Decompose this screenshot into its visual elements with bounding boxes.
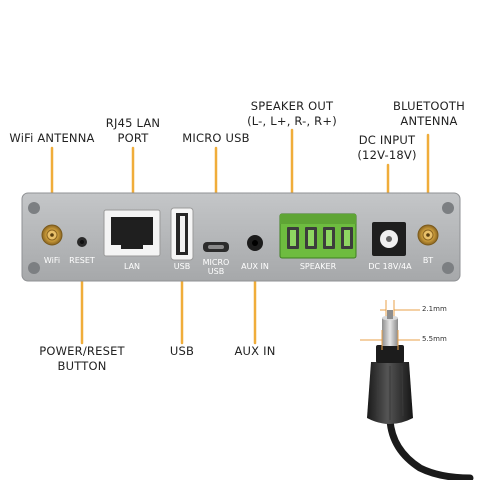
callout-micro-usb: MICRO USB — [170, 131, 262, 146]
callout-line: PORT — [117, 131, 149, 145]
callout-line: USB — [169, 344, 195, 358]
panel-label-bt: BT — [422, 256, 434, 265]
callout-wifi-antenna: WiFi ANTENNA — [4, 131, 100, 146]
callout-line: BLUETOOTH — [392, 99, 465, 113]
dc-input-jack — [372, 222, 406, 256]
screw-icon — [28, 262, 40, 274]
callout-line: (L-, L+, R-, R+) — [247, 114, 337, 128]
callout-line: RJ45 LAN — [105, 116, 161, 130]
panel-label-aux-in: AUX IN — [241, 262, 269, 271]
rear-panel — [21, 192, 461, 282]
callout-line: MICRO USB — [182, 131, 250, 145]
callout-power-reset-button: POWER/RESET BUTTON — [32, 344, 132, 374]
panel-label-micro-usb: MICRO USB — [200, 258, 232, 276]
panel-label-usb: USB — [173, 262, 191, 271]
callout-aux-in: AUX IN — [225, 344, 285, 359]
panel-label-speaker: SPEAKER — [299, 262, 337, 271]
micro-usb-port — [203, 242, 229, 252]
screw-icon — [442, 262, 454, 274]
aux-in-jack — [247, 235, 263, 251]
callout-line: SPEAKER OUT — [250, 99, 334, 113]
dimension-label-inner: 2.1mm — [422, 305, 447, 313]
callout-line: AUX IN — [234, 344, 276, 358]
callout-line: POWER/RESET — [39, 344, 125, 358]
bluetooth-antenna-connector — [417, 224, 439, 246]
dimension-label-outer: 5.5mm — [422, 335, 447, 343]
callout-bluetooth-antenna: BLUETOOTH ANTENNA — [390, 99, 468, 129]
callout-speaker-out: SPEAKER OUT (L-, L+, R-, R+) — [246, 99, 338, 129]
callout-usb: USB — [160, 344, 204, 359]
callout-dc-input: DC INPUT (12V-18V) — [354, 133, 420, 163]
panel-label-line: MICRO — [202, 258, 230, 267]
callout-rj45-lan-port: RJ45 LAN PORT — [92, 116, 174, 146]
callout-line: ANTENNA — [400, 114, 458, 128]
panel-label-lan: LAN — [123, 262, 141, 271]
panel-label-wifi: WiFi — [43, 256, 61, 265]
wifi-antenna-connector — [41, 224, 63, 246]
callout-line: DC INPUT — [358, 133, 416, 147]
screw-icon — [28, 202, 40, 214]
dc-plug-illustration — [360, 300, 474, 482]
lan-port — [103, 209, 161, 257]
callout-line: WiFi ANTENNA — [9, 131, 95, 145]
reset-button — [77, 237, 87, 247]
speaker-terminal-block — [279, 213, 357, 259]
screw-icon — [442, 202, 454, 214]
panel-label-line: USB — [207, 267, 225, 276]
panel-label-dc: DC 18V/4A — [368, 262, 412, 271]
callout-line: BUTTON — [57, 359, 107, 373]
panel-label-reset: RESET — [69, 256, 95, 265]
callout-line: (12V-18V) — [357, 148, 417, 162]
usb-port — [170, 207, 194, 261]
